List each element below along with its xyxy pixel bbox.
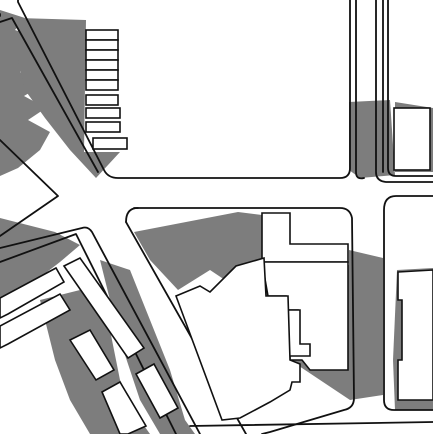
building-comb-9 [85,121,121,133]
building-sw-slab-1 [0,266,66,319]
south-west-road-curb-a [0,233,177,434]
south-edge-curb [189,421,433,427]
building-comb-10 [92,137,128,150]
building-layer [0,29,433,434]
building-sw-slab-6 [134,362,180,420]
north-west-diagonal-curb [0,17,99,173]
building-comb-6 [85,79,119,91]
building-comb-5 [85,69,119,81]
central-block-west-curb [125,207,139,223]
building-central-north [261,212,349,263]
east-street-inner-curb [387,0,433,177]
building-comb-1 [85,29,119,41]
building-comb-3 [85,49,119,61]
north-east-street-curb-a [355,0,365,180]
shadow-north-west-sawtooth [0,10,50,176]
building-comb-2 [85,39,119,51]
building-sw-slab-4 [68,328,116,382]
building-comb-4 [85,59,119,71]
south-west-buildings [0,256,180,434]
shadow-south-west-2 [100,260,195,434]
south-west-road-curb-b [0,226,201,434]
east-block-curb [383,195,433,411]
building-comb-8 [85,107,121,119]
central-block-curb [133,207,355,434]
building-sw-slab-5 [100,380,148,434]
building-east-block [397,269,433,401]
building-sw-slab-2 [0,292,72,349]
building-sw-slab-3 [62,256,146,360]
shadow-north-comb [18,18,120,178]
north-comb-buildings [85,29,128,150]
building-east [393,107,431,171]
west-block-curb [0,139,59,237]
north-block-curb [17,0,351,179]
building-comb-7 [85,94,119,106]
building-central-west-wing [174,256,301,421]
north-east-street-curb-b [375,0,433,183]
shadow-west-band [0,218,80,300]
